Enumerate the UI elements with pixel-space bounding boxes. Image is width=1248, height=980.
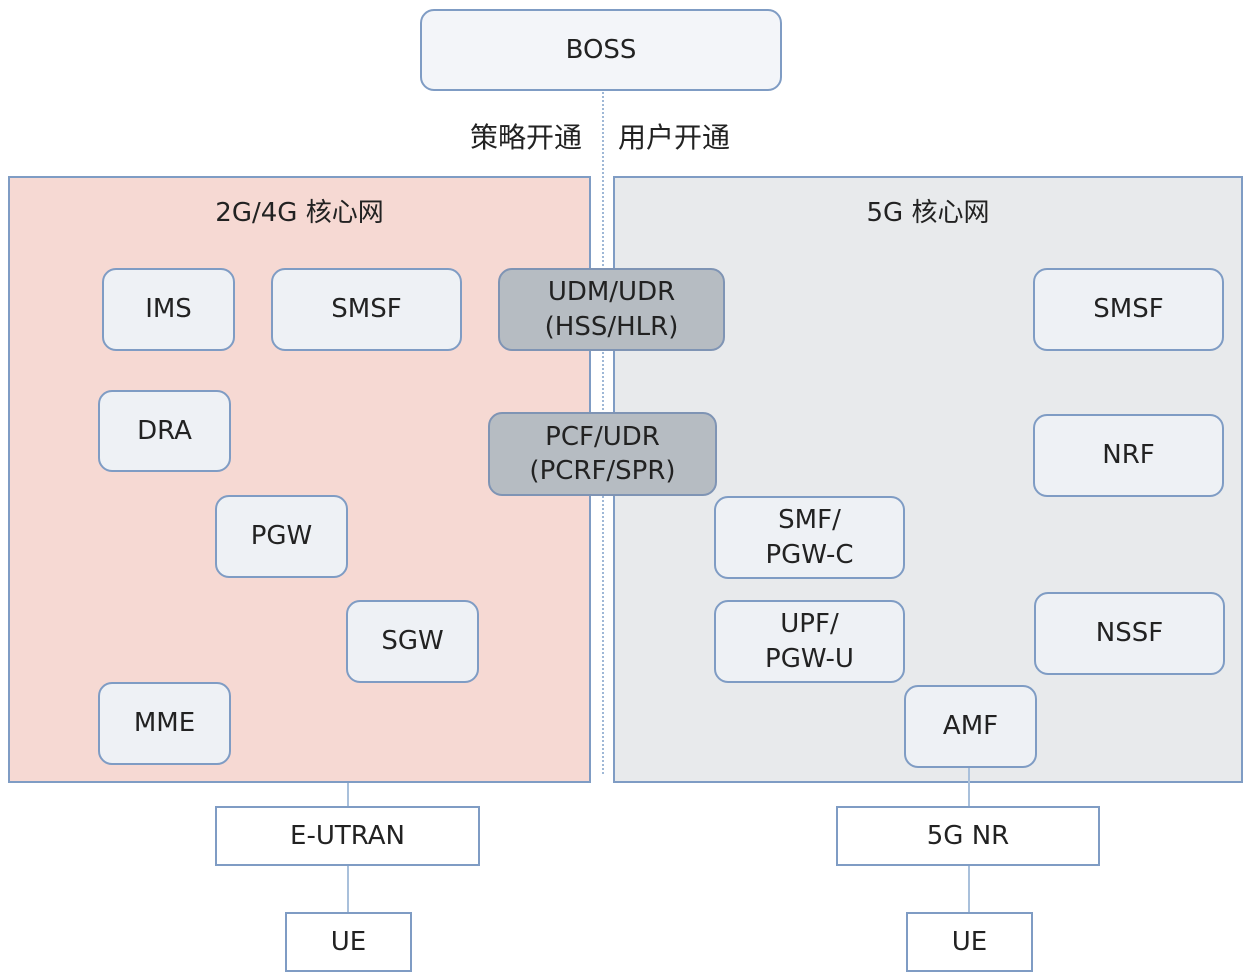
mme-label: MME <box>133 708 196 739</box>
amf-to-nr-line <box>968 768 970 808</box>
udm-udr-label: UDM/UDR <box>547 277 676 308</box>
nrf-label: NRF <box>1102 440 1155 471</box>
nrf-node[interactable]: NRF <box>1033 414 1224 497</box>
ims-label: IMS <box>145 294 192 325</box>
nssf-label: NSSF <box>1095 618 1164 649</box>
pgw-c-label: PGW-C <box>765 539 854 570</box>
policy-provisioning-label: 策略开通 <box>470 121 583 154</box>
sgw-label: SGW <box>381 626 444 657</box>
e-utran-label: E-UTRAN <box>290 821 405 851</box>
pgw-label: PGW <box>250 521 313 552</box>
sgw-node[interactable]: SGW <box>346 600 479 683</box>
ue-left-label: UE <box>330 927 367 957</box>
nr-to-ue-line <box>968 865 970 913</box>
eutran-to-ue-line <box>347 865 349 913</box>
mme-node[interactable]: MME <box>98 682 231 765</box>
e-utran-box[interactable]: E-UTRAN <box>215 806 480 866</box>
boss-label: BOSS <box>565 34 637 65</box>
ue-right-box[interactable]: UE <box>906 912 1033 972</box>
boss-node[interactable]: BOSS <box>420 9 782 91</box>
pcrf-spr-label: (PCRF/SPR) <box>529 456 676 486</box>
smf-label: SMF/ <box>778 505 841 536</box>
dra-node[interactable]: DRA <box>98 390 231 472</box>
pcf-udr-label: PCF/UDR <box>545 421 660 452</box>
smsf-5g-node[interactable]: SMSF <box>1033 268 1224 351</box>
upf-label: UPF/ <box>780 609 839 640</box>
ue-right-label: UE <box>951 927 988 957</box>
pcf-udr-node[interactable]: PCF/UDR (PCRF/SPR) <box>488 412 717 496</box>
core-2g4g-title: 2G/4G 核心网 <box>215 198 384 228</box>
nr-5g-label: 5G NR <box>926 821 1010 851</box>
hss-hlr-label: (HSS/HLR) <box>544 311 679 342</box>
mme-to-eutran-line <box>347 783 349 807</box>
pgw-u-label: PGW-U <box>765 643 854 674</box>
upf-pgwu-node[interactable]: UPF/ PGW-U <box>714 600 905 683</box>
user-provisioning-label: 用户开通 <box>618 121 731 154</box>
amf-node[interactable]: AMF <box>904 685 1037 768</box>
ue-left-box[interactable]: UE <box>285 912 412 972</box>
smsf-4g-node[interactable]: SMSF <box>271 268 462 351</box>
core-5g-title: 5G 核心网 <box>866 198 990 228</box>
pgw-node[interactable]: PGW <box>215 495 348 578</box>
ims-node[interactable]: IMS <box>102 268 235 351</box>
amf-label: AMF <box>942 711 999 742</box>
udm-udr-node[interactable]: UDM/UDR (HSS/HLR) <box>498 268 725 351</box>
smsf-5g-label: SMSF <box>1093 294 1164 325</box>
nssf-node[interactable]: NSSF <box>1034 592 1225 675</box>
nr-5g-box[interactable]: 5G NR <box>836 806 1100 866</box>
dra-label: DRA <box>137 415 192 446</box>
smf-pgwc-node[interactable]: SMF/ PGW-C <box>714 496 905 579</box>
smsf-4g-label: SMSF <box>331 294 402 325</box>
